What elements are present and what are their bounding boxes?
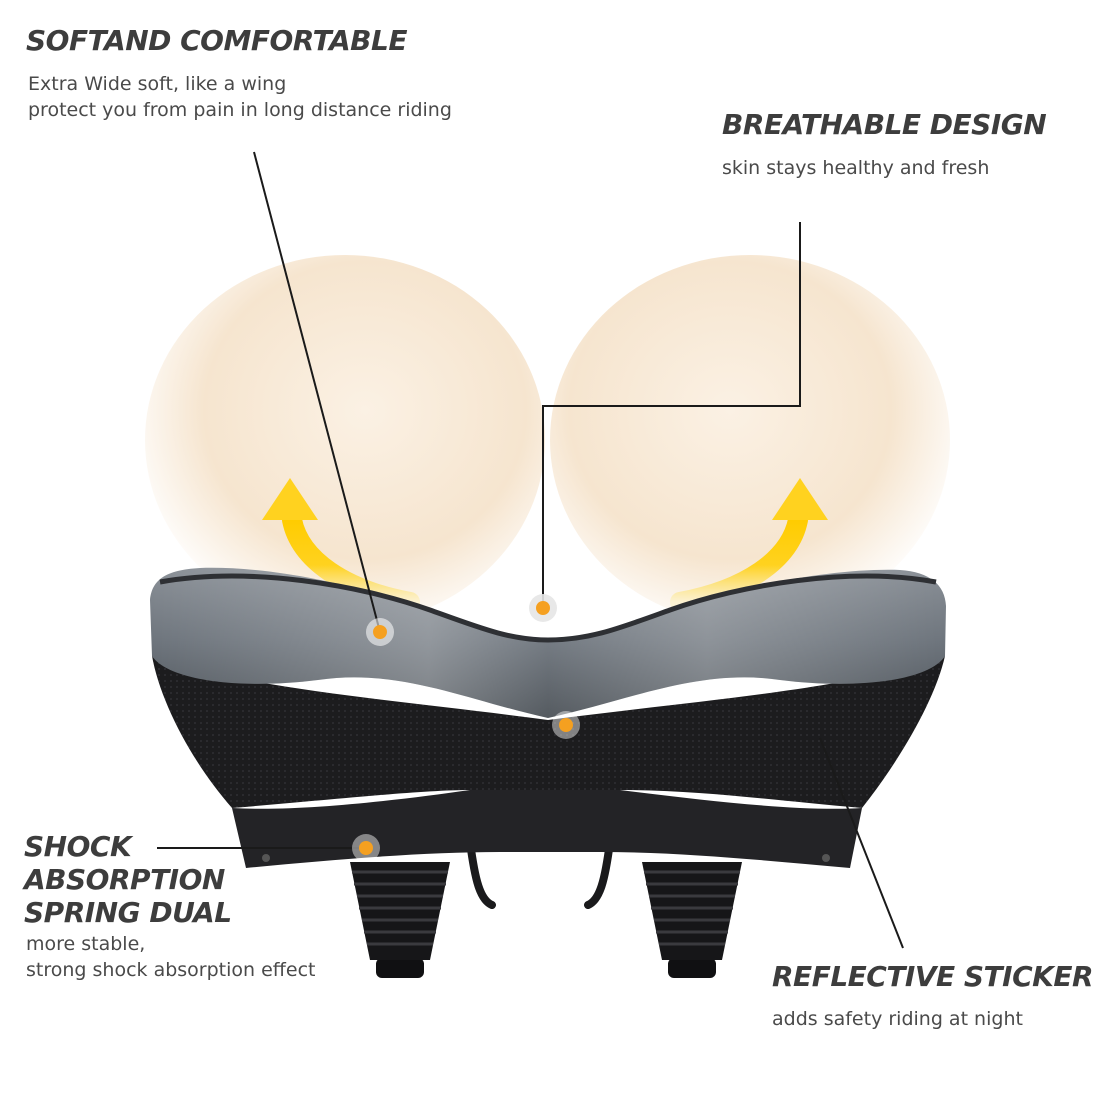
curved-up-arrow-icon <box>670 478 828 612</box>
feature-title-line: SHOCK <box>24 830 132 863</box>
feature-desc-line: skin stays healthy and fresh <box>722 157 990 179</box>
saddle-base <box>232 790 862 868</box>
feature-title-reflective: REFLECTIVE STICKER <box>772 960 1094 993</box>
callout-line-soft <box>253 151 381 633</box>
feature-title-line: ABSORPTION <box>24 863 225 897</box>
spring-left <box>350 862 450 978</box>
feature-title-line: SPRING DUAL <box>24 896 232 930</box>
feature-desc-breathable: skin stays healthy and fresh <box>722 156 989 182</box>
saddle-mesh-side <box>152 656 945 808</box>
callout-lines <box>157 151 904 949</box>
feature-desc-line: adds safety riding at night <box>772 1008 1023 1030</box>
orange-dot-marker-icon <box>552 711 580 739</box>
feature-markers <box>352 594 580 862</box>
feature-title-breathable: BREATHABLE DESIGN <box>722 108 1047 141</box>
orange-dot-marker-icon <box>352 834 380 862</box>
callout-line-reflective <box>819 737 904 949</box>
feature-desc-shock: more stable, strong shock absorption eff… <box>26 932 315 983</box>
feature-desc-line: protect you from pain in long distance r… <box>28 98 452 121</box>
feature-desc-reflective: adds safety riding at night <box>772 1007 1023 1033</box>
orange-dot-marker-icon <box>529 594 557 622</box>
rider-silhouette <box>145 255 950 625</box>
orange-dot-marker-icon <box>366 618 394 646</box>
callout-line-breathable <box>542 222 801 608</box>
feature-title-soft: SOFTAND COMFORTABLE <box>26 24 407 57</box>
feature-desc-soft: Extra Wide soft, like a wing protect you… <box>28 72 452 123</box>
spring-right <box>642 862 742 978</box>
feature-desc-line: more stable, <box>26 933 146 955</box>
feature-desc-line: strong shock absorption effect <box>26 958 316 981</box>
bike-saddle <box>150 567 946 978</box>
feature-title-shock: SHOCK ABSORPTION SPRING DUAL <box>24 830 232 929</box>
feature-desc-line: Extra Wide soft, like a wing <box>28 73 287 95</box>
